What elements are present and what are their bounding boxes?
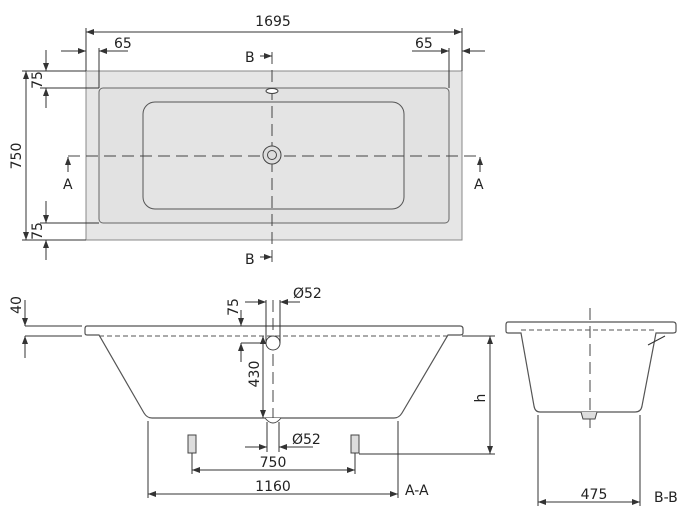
tub-profile-aa: [84, 325, 464, 419]
section-aa-label: A-A: [405, 483, 429, 499]
plan-view: 1695 65 65 750 75 75 A A B B: [9, 14, 485, 268]
dim-length-label: 1695: [255, 14, 291, 30]
section-b-bottom: B: [245, 252, 255, 268]
drain-icon: [262, 145, 282, 165]
drain-icon: [264, 417, 282, 424]
section-a-left: A: [63, 177, 73, 193]
overflow-icon: [265, 335, 281, 351]
dim-width-label: 750: [9, 143, 25, 170]
dim-rim-thickness-label: 40: [9, 296, 25, 314]
section-aa: 40 Ø52 75 430 Ø52 750 1160 A-A: [9, 286, 495, 499]
tub-profile-bb: [505, 321, 677, 413]
dim-feet-spacing-label: 750: [260, 455, 287, 471]
dim-bottom-width-label: 475: [581, 487, 608, 503]
overflow-icon: [265, 88, 279, 94]
dim-overflow-diameter-label: Ø52: [293, 286, 322, 302]
dim-rim-left-label: 65: [114, 36, 132, 52]
dim-rim-top-label: 75: [30, 71, 46, 89]
section-bb-label: B-B: [654, 490, 678, 506]
drain-icon: [580, 411, 598, 420]
dim-overflow-offset-label: 75: [226, 298, 242, 316]
dim-drain-diameter-label: Ø52: [292, 432, 321, 448]
section-a-right: A: [474, 177, 484, 193]
dim-rim-right-label: 65: [415, 36, 433, 52]
section-b-top: B: [245, 50, 255, 66]
overflow-line: [647, 335, 666, 346]
dim-depth-label: 430: [247, 361, 263, 388]
dim-height-label: h: [473, 394, 489, 403]
foot-left: [187, 434, 197, 454]
foot-right: [350, 434, 360, 454]
dim-rim-bottom-label: 75: [30, 222, 46, 240]
dim-bottom-length-label: 1160: [255, 479, 291, 495]
section-bb: 475 B-B: [505, 308, 678, 506]
drain-inner: [267, 150, 277, 160]
